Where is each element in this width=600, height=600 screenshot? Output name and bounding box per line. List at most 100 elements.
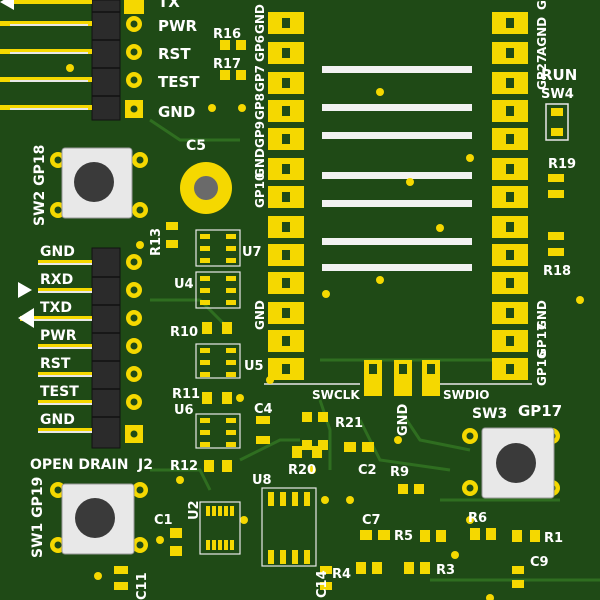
label-c14: C14: [315, 570, 330, 598]
label-r4: R4: [332, 567, 351, 582]
label-uart-test: TEST: [40, 384, 79, 400]
label-u4: U4: [174, 277, 194, 292]
label-u2: U2: [187, 500, 202, 520]
header-uart-pins: [20, 260, 92, 433]
label-c2: C2: [358, 463, 377, 478]
label-r17: R17: [213, 57, 241, 72]
header-top-left-dividers: [92, 11, 120, 97]
r18-pads: [548, 232, 564, 256]
label-r21: R21: [335, 416, 363, 431]
label-uart-pwr: PWR: [40, 328, 77, 344]
pico-right-label-12: GP16: [535, 351, 549, 386]
label-open-drain: OPEN DRAIN: [30, 457, 128, 473]
rxd-arrow-icon: [18, 282, 32, 298]
pico-right-holes: [506, 18, 514, 374]
label-r3: R3: [436, 563, 455, 578]
header-top-left-body: [91, 0, 121, 121]
label-u6: U6: [174, 403, 194, 418]
pico-left-label-3: GP8: [253, 93, 267, 120]
debug-header: SWCLK GND SWDIO: [312, 360, 490, 436]
label-uart-gnd1: GND: [40, 244, 75, 260]
label-r20: R20: [288, 463, 316, 478]
label-sw3: SW3: [472, 406, 507, 422]
label-r5: R5: [394, 529, 413, 544]
label-sw2: SW2 GP18: [32, 145, 48, 226]
pico-right-label-0: GND: [535, 0, 549, 10]
label-c9: C9: [530, 555, 549, 570]
pico-left-label-4: GP9: [253, 121, 267, 148]
label-r10: R10: [170, 325, 198, 340]
label-r1: R1: [544, 531, 563, 546]
label-c1: C1: [154, 513, 173, 528]
copper-traces: [149, 118, 600, 582]
label-u7: U7: [242, 245, 262, 260]
smd-components: [66, 40, 584, 600]
mounting-hole: [180, 162, 232, 214]
header-top-left: TX PWR RST TEST GND: [0, 0, 200, 121]
header-uart: GND RXD TXD PWR RST TEST GND OPEN DRAIN …: [18, 244, 153, 473]
switch-sw3[interactable]: SW3 GP17: [462, 402, 562, 499]
module-silk-bars: [322, 66, 472, 271]
label-sw1: SW1 GP19: [30, 477, 46, 558]
label-u5: U5: [244, 359, 264, 374]
switch-sw1[interactable]: SW1 GP19: [30, 477, 148, 558]
switch-sw2[interactable]: SW2 GP18: [32, 145, 148, 226]
header-uart-body: [91, 247, 121, 449]
label-swclk: SWCLK: [312, 388, 360, 402]
label-r12: R12: [170, 459, 198, 474]
label-c5: C5: [186, 138, 206, 154]
label-c4: C4: [254, 402, 273, 417]
r19-pads: [548, 174, 564, 198]
label-c7: C7: [362, 513, 381, 528]
pico-left-holes: [282, 18, 290, 374]
pico-right-label-1: AGND: [535, 17, 549, 56]
pico-right-label-11: GP17: [535, 323, 549, 358]
tx-arrow-icon: [0, 0, 14, 10]
label-pwr-top: PWR: [158, 17, 198, 35]
pico-left-label-6: GP10: [253, 173, 267, 208]
label-sw4: SW4: [541, 87, 574, 102]
header-uart-solder-pads: [125, 254, 143, 443]
switch-sw3-button[interactable]: [496, 443, 536, 483]
pico-left-label-5: GND: [253, 148, 267, 178]
switch-sw1-button[interactable]: [75, 498, 115, 538]
pico-left-label-0: GND: [253, 4, 267, 34]
label-j2: J2: [137, 457, 153, 473]
label-r16: R16: [213, 27, 241, 42]
header-top-left-pins: [0, 0, 92, 110]
label-run: RUN: [541, 66, 577, 84]
label-gnd-top: GND: [158, 103, 195, 121]
label-uart-rst: RST: [40, 356, 71, 372]
label-r9: R9: [390, 465, 409, 480]
label-r18: R18: [543, 264, 571, 279]
label-swdio: SWDIO: [443, 388, 490, 402]
pico-left-label-10: GND: [253, 300, 267, 330]
pico-right-pads: [492, 12, 528, 380]
txd-arrow-icon: [18, 308, 34, 328]
label-u8: U8: [252, 473, 272, 488]
label-rst-top: RST: [158, 45, 191, 63]
label-r11: R11: [172, 387, 200, 402]
component-outlines: [195, 229, 317, 567]
label-uart-txd: TXD: [40, 300, 72, 316]
switch-sw4[interactable]: RUN SW4: [541, 66, 577, 141]
label-r6: R6: [468, 511, 487, 526]
header-top-left-solder-pads: [124, 0, 144, 118]
label-tx: TX: [158, 0, 180, 11]
label-sw3-gpio: GP17: [518, 402, 562, 420]
pico-right-label-10: GND: [535, 300, 549, 330]
label-uart-rxd: RXD: [40, 272, 73, 288]
pico-right-label-2: GP27: [535, 55, 549, 90]
pico-left-label-2: GP7: [253, 65, 267, 92]
pico-left-label-1: GP6: [253, 35, 267, 62]
label-r19: R19: [548, 157, 576, 172]
label-test-top: TEST: [158, 73, 200, 91]
label-uart-gnd2: GND: [40, 412, 75, 428]
label-debug-gnd: GND: [396, 403, 411, 436]
switch-sw2-button[interactable]: [74, 162, 114, 202]
label-r13: R13: [149, 228, 164, 256]
header-top-left-pin-shine: [10, 24, 88, 110]
label-c11: C11: [135, 572, 150, 600]
